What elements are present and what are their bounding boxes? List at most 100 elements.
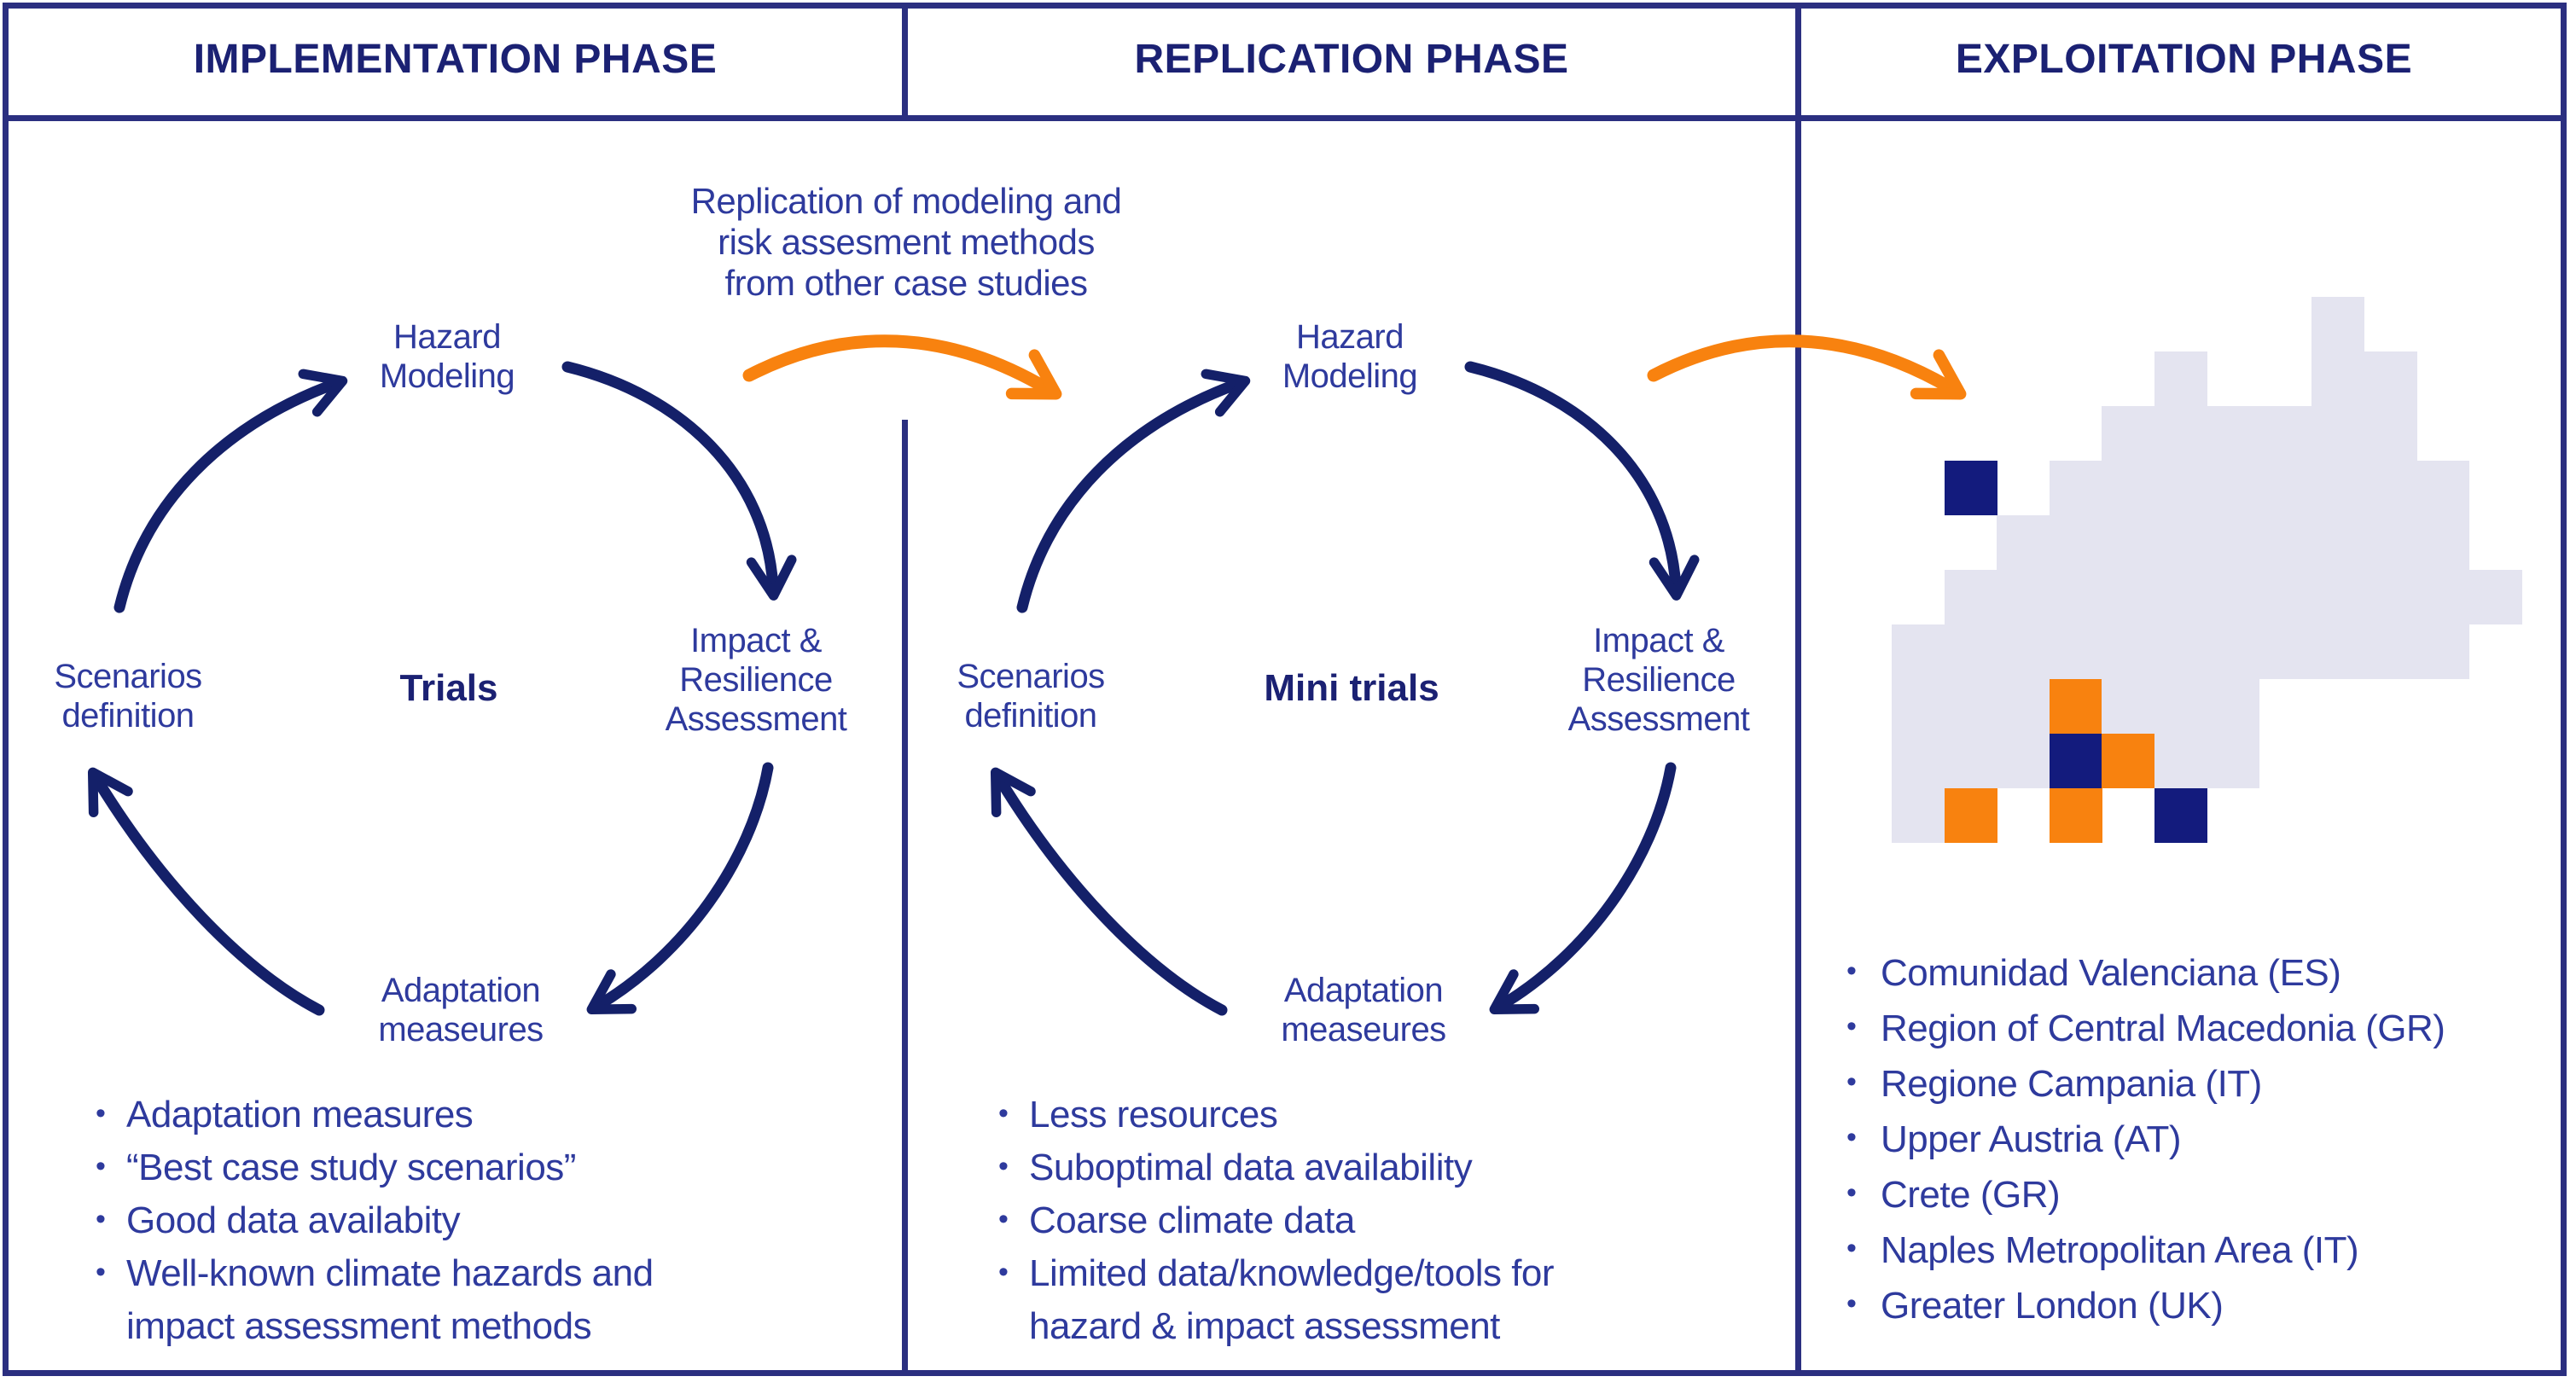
list-item: Regione Campania (IT) xyxy=(1841,1054,2558,1112)
map-cell xyxy=(2154,788,2207,843)
map-cell xyxy=(2468,570,2522,624)
map-cell xyxy=(2364,351,2417,406)
list-item: Suboptimal data availability xyxy=(995,1140,1660,1194)
map-cell xyxy=(2049,734,2102,788)
map-cell xyxy=(1997,679,2050,734)
header-replication-phase: REPLICATION PHASE xyxy=(1134,36,1569,82)
cycle1-node-scenarios-definition: Scenarios definition xyxy=(54,658,202,735)
map-cell xyxy=(2207,461,2259,515)
implementation-bullet-list: Adaptation measures “Best case study sce… xyxy=(92,1087,707,1353)
list-item: Less resources xyxy=(995,1087,1660,1141)
map-cell xyxy=(2154,515,2207,570)
europe-pixel-map xyxy=(1892,297,2523,845)
list-item: Limited data/knowledge/tools for hazard … xyxy=(995,1246,1660,1353)
map-cell xyxy=(2049,570,2102,624)
map-cell xyxy=(2207,570,2259,624)
cycle1-center-label: Trials xyxy=(399,667,498,709)
map-cell xyxy=(2154,461,2207,515)
map-cell xyxy=(2102,515,2154,570)
map-cell xyxy=(2259,624,2312,679)
map-cell xyxy=(2049,461,2102,515)
list-item: Comunidad Valenciana (ES) xyxy=(1841,944,2558,1001)
map-cell xyxy=(2311,570,2364,624)
map-cell xyxy=(1944,788,1997,843)
list-item: Greater London (UK) xyxy=(1841,1276,2558,1333)
map-cell xyxy=(2049,679,2102,734)
list-item: Coarse climate data xyxy=(995,1193,1660,1247)
map-cell xyxy=(2154,734,2207,788)
cycle1-node-hazard-modeling: Hazard Modeling xyxy=(379,318,515,395)
cycle1-node-impact-resilience: Impact & Resilience Assessment xyxy=(665,622,847,738)
map-cell xyxy=(2311,406,2364,461)
header-implementation-phase: IMPLEMENTATION PHASE xyxy=(193,36,718,82)
map-cell xyxy=(1997,515,2050,570)
map-cell xyxy=(2207,734,2259,788)
list-item: Region of Central Macedonia (GR) xyxy=(1841,999,2558,1056)
map-cell xyxy=(2311,624,2364,679)
exploitation-region-list: Comunidad Valenciana (ES) Region of Cent… xyxy=(1841,944,2558,1333)
map-cell xyxy=(2311,351,2364,406)
divider-impl-repl-bottom xyxy=(902,420,908,1376)
cycle2-node-impact-resilience: Impact & Resilience Assessment xyxy=(1567,622,1750,738)
map-cell xyxy=(2364,570,2417,624)
map-cell xyxy=(2154,570,2207,624)
map-cell xyxy=(2416,570,2469,624)
header-exploitation-phase: EXPLOITATION PHASE xyxy=(1955,36,2413,82)
map-cell xyxy=(2207,624,2259,679)
map-cell xyxy=(2311,461,2364,515)
map-cell xyxy=(1997,734,2050,788)
divider-impl-repl-top xyxy=(902,3,908,121)
map-cell xyxy=(1944,734,1997,788)
map-cell xyxy=(2259,515,2312,570)
map-cell xyxy=(1944,624,1997,679)
map-cell xyxy=(1944,461,1997,515)
map-cell xyxy=(1892,679,1945,734)
list-item: “Best case study scenarios” xyxy=(92,1140,707,1194)
map-cell xyxy=(2102,406,2154,461)
cycle2-center-label: Mini trials xyxy=(1264,667,1439,709)
map-cell xyxy=(2364,406,2417,461)
map-cell xyxy=(2364,461,2417,515)
map-cell xyxy=(2207,515,2259,570)
list-item: Adaptation measures xyxy=(92,1087,707,1141)
map-cell xyxy=(2102,570,2154,624)
cycle2-node-adaptation-measures: Adaptation measeures xyxy=(1281,972,1446,1048)
list-item: Good data availabity xyxy=(92,1193,707,1247)
map-cell xyxy=(2102,679,2154,734)
map-cell xyxy=(2102,734,2154,788)
map-cell xyxy=(2049,788,2102,843)
header-separator-line xyxy=(3,115,2567,121)
map-cell xyxy=(2102,461,2154,515)
list-item: Upper Austria (AT) xyxy=(1841,1110,2558,1167)
map-cell xyxy=(1997,570,2050,624)
map-cell xyxy=(1997,624,2050,679)
cycle2-node-scenarios-definition: Scenarios definition xyxy=(957,658,1105,735)
map-cell xyxy=(1892,788,1945,843)
map-cell xyxy=(2154,679,2207,734)
map-cell xyxy=(2207,406,2259,461)
map-cell xyxy=(2154,624,2207,679)
map-cell xyxy=(2259,461,2312,515)
divider-repl-expl xyxy=(1795,3,1801,1376)
map-cell xyxy=(1944,679,1997,734)
cycle1-node-adaptation-measures: Adaptation measeures xyxy=(378,972,544,1048)
map-cell xyxy=(1944,570,1997,624)
map-cell xyxy=(2207,679,2259,734)
map-cell xyxy=(2259,570,2312,624)
map-cell xyxy=(1892,624,1945,679)
map-cell xyxy=(2311,297,2364,351)
map-cell xyxy=(2364,515,2417,570)
list-item: Well-known climate hazards and impact as… xyxy=(92,1246,707,1353)
map-cell xyxy=(1892,734,1945,788)
map-cell xyxy=(2154,406,2207,461)
map-cell xyxy=(2416,461,2469,515)
map-cell xyxy=(2416,515,2469,570)
map-cell xyxy=(2259,406,2312,461)
map-cell xyxy=(2102,624,2154,679)
replication-annotation: Replication of modeling and risk assesme… xyxy=(690,181,1122,303)
cycle2-node-hazard-modeling: Hazard Modeling xyxy=(1282,318,1418,395)
map-cell xyxy=(2364,624,2417,679)
map-cell xyxy=(2311,515,2364,570)
outer-border xyxy=(3,3,2567,1376)
